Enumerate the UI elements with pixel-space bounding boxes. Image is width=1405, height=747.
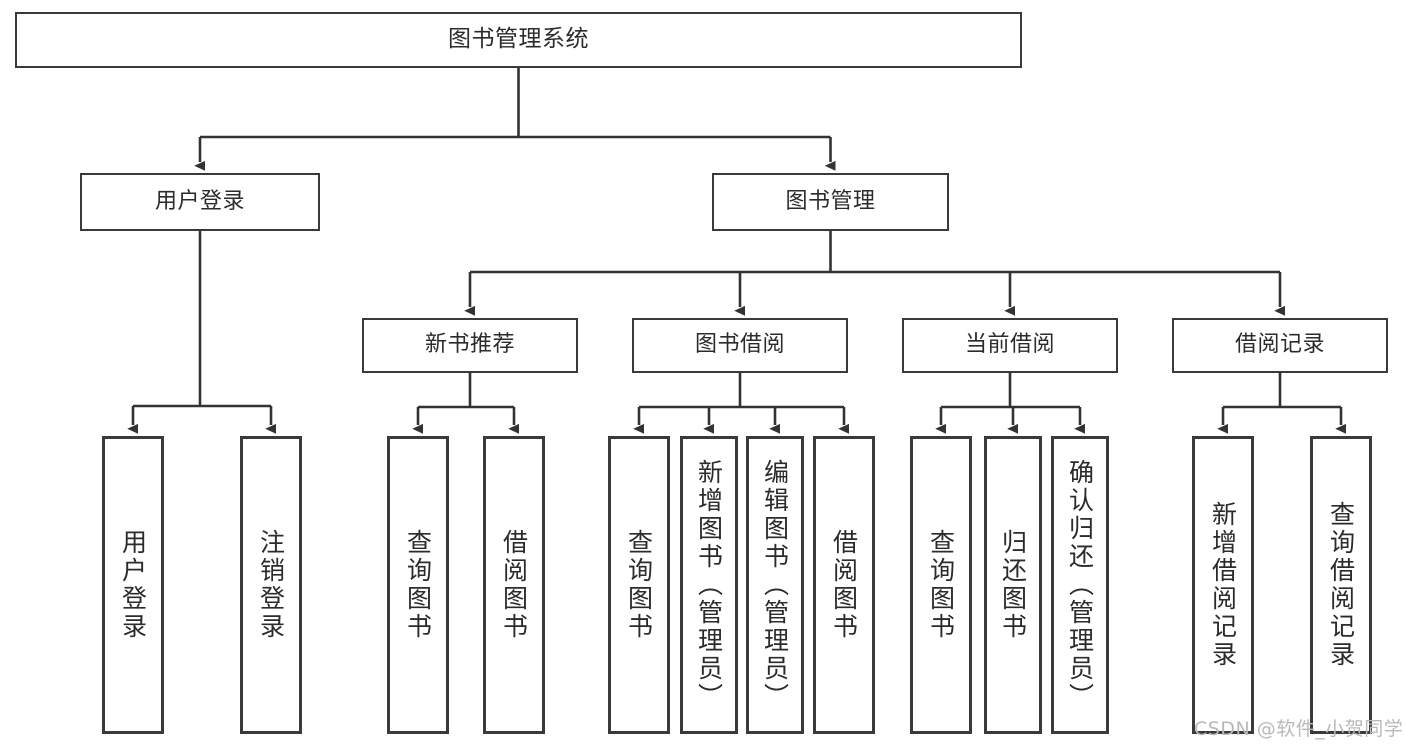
node-leaf-borrow-book-2[interactable]: 借阅图书	[813, 436, 875, 734]
node-label-leaf-query-book-1: 查询图书	[403, 529, 433, 641]
node-leaf-borrow-book-1[interactable]: 借阅图书	[483, 436, 545, 734]
csdn-watermark: CSDN @软件_小贺同学	[1194, 718, 1404, 740]
node-label-leaf-query-book-3: 查询图书	[926, 529, 956, 641]
node-leaf-logout[interactable]: 注销登录	[240, 436, 302, 734]
node-label-leaf-user-login: 用户登录	[118, 529, 148, 641]
node-leaf-user-login[interactable]: 用户登录	[102, 436, 164, 734]
node-label-leaf-borrow-book-1: 借阅图书	[499, 529, 529, 641]
node-current-borrow[interactable]: 当前借阅	[902, 318, 1118, 373]
node-leaf-add-book[interactable]: 新增图书（管理员）	[680, 436, 738, 734]
node-leaf-return-book[interactable]: 归还图书	[984, 436, 1042, 734]
node-label-leaf-confirm-return: 确认归还（管理员）	[1065, 459, 1095, 711]
node-label-leaf-query-record: 查询借阅记录	[1326, 501, 1356, 669]
node-user-login[interactable]: 用户登录	[80, 173, 320, 231]
node-leaf-confirm-return[interactable]: 确认归还（管理员）	[1051, 436, 1109, 734]
node-book-borrow[interactable]: 图书借阅	[632, 318, 848, 373]
node-label-leaf-logout: 注销登录	[256, 529, 286, 641]
node-leaf-edit-book[interactable]: 编辑图书（管理员）	[746, 436, 804, 734]
node-leaf-query-record[interactable]: 查询借阅记录	[1310, 436, 1372, 734]
node-label-borrow-record: 借阅记录	[1234, 332, 1325, 358]
node-label-book-borrow: 图书借阅	[694, 332, 785, 358]
node-label-leaf-borrow-book-2: 借阅图书	[829, 529, 859, 641]
node-label-user-login: 用户登录	[154, 188, 245, 214]
node-label-leaf-return-book: 归还图书	[998, 529, 1028, 641]
node-leaf-add-record[interactable]: 新增借阅记录	[1192, 436, 1254, 734]
node-leaf-query-book-1[interactable]: 查询图书	[387, 436, 449, 734]
node-leaf-query-book-2[interactable]: 查询图书	[608, 436, 670, 734]
node-new-book-rec[interactable]: 新书推荐	[362, 318, 578, 373]
node-leaf-query-book-3[interactable]: 查询图书	[910, 436, 972, 734]
node-borrow-record[interactable]: 借阅记录	[1172, 318, 1388, 373]
node-label-current-borrow: 当前借阅	[964, 332, 1055, 358]
node-label-book-manage: 图书管理	[785, 188, 876, 214]
node-label-leaf-add-book: 新增图书（管理员）	[694, 459, 724, 711]
node-root[interactable]: 图书管理系统	[15, 12, 1022, 68]
node-label-new-book-rec: 新书推荐	[424, 332, 515, 358]
node-label-leaf-edit-book: 编辑图书（管理员）	[760, 459, 790, 711]
node-label-leaf-add-record: 新增借阅记录	[1208, 501, 1238, 669]
node-book-manage[interactable]: 图书管理	[712, 173, 949, 231]
node-label-leaf-query-book-2: 查询图书	[624, 529, 654, 641]
node-label-root: 图书管理系统	[448, 26, 589, 53]
